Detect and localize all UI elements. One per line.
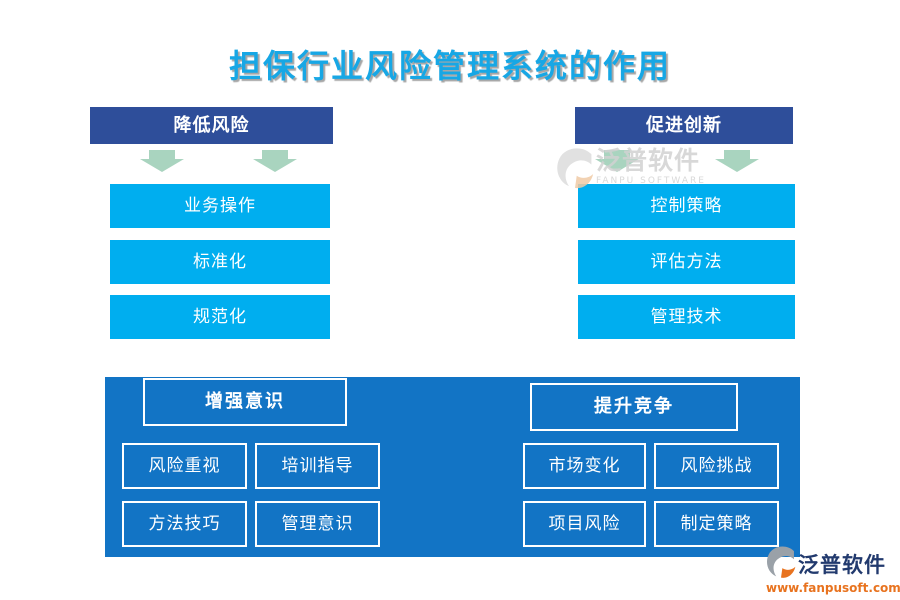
- flow-box-normalization: 规范化: [110, 295, 330, 339]
- arrow-head: [715, 159, 759, 172]
- footer-logo-name: 泛普软件: [798, 553, 886, 577]
- arrow-down-icon: [140, 150, 184, 172]
- arrow-stem: [604, 150, 630, 159]
- grid-box-method-skills: 方法技巧: [122, 501, 247, 547]
- fanpu-logo-icon: [766, 545, 796, 583]
- arrow-stem: [149, 150, 175, 159]
- grid-box-risk-challenge: 风险挑战: [654, 443, 779, 489]
- footer-logo-url: www.fanpusoft.com: [766, 581, 900, 595]
- grid-box-risk-attention: 风险重视: [122, 443, 247, 489]
- grid-box-training-guidance: 培训指导: [255, 443, 380, 489]
- arrow-head: [140, 159, 184, 172]
- flow-box-evaluation-method: 评估方法: [578, 240, 795, 284]
- arrow-down-icon: [595, 150, 639, 172]
- grid-box-make-strategy: 制定策略: [654, 501, 779, 547]
- footer-logo: 泛普软件 www.fanpusoft.com: [766, 545, 900, 595]
- flow-box-standardization: 标准化: [110, 240, 330, 284]
- watermark-name: 泛普软件: [596, 146, 701, 175]
- watermark-text: 泛普软件 FANPU SOFTWARE: [596, 146, 706, 186]
- flow-box-management-technique: 管理技术: [578, 295, 795, 339]
- group-header-boost-competition: 提升竞争: [530, 383, 738, 431]
- flow-box-control-strategy: 控制策略: [578, 184, 795, 228]
- footer-logo-row: 泛普软件: [766, 545, 898, 583]
- watermark-subtitle: FANPU SOFTWARE: [596, 176, 706, 186]
- arrow-down-icon: [253, 150, 297, 172]
- grid-box-market-change: 市场变化: [523, 443, 646, 489]
- fanpu-logo-watermark-icon: [556, 146, 594, 194]
- arrow-head: [253, 159, 297, 172]
- flow-header-promote-innovation: 促进创新: [575, 107, 793, 144]
- bottom-panel: 增强意识 风险重视 培训指导 方法技巧 管理意识 提升竞争 市场变化 风险挑战 …: [105, 377, 800, 557]
- group-header-enhance-awareness: 增强意识: [143, 378, 347, 426]
- flow-box-business-operation: 业务操作: [110, 184, 330, 228]
- arrow-down-icon: [715, 150, 759, 172]
- grid-box-project-risk: 项目风险: [523, 501, 646, 547]
- watermark: 泛普软件 FANPU SOFTWARE: [556, 146, 706, 202]
- grid-box-management-awareness: 管理意识: [255, 501, 380, 547]
- arrow-stem: [262, 150, 288, 159]
- arrow-stem: [724, 150, 750, 159]
- page-title: 担保行业风险管理系统的作用: [228, 47, 671, 85]
- arrow-head: [595, 159, 639, 172]
- flow-header-reduce-risk: 降低风险: [90, 107, 333, 144]
